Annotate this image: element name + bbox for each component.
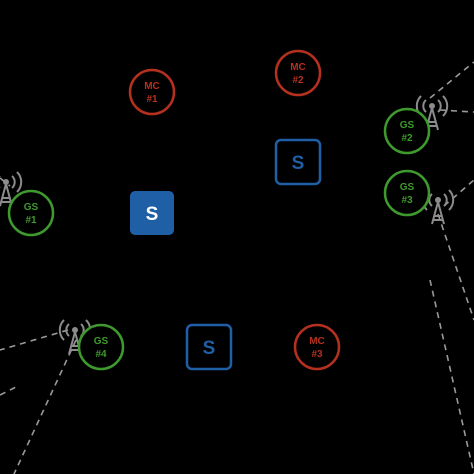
mission-control-node[interactable]: MC #3 — [293, 323, 341, 371]
gs-circle — [383, 169, 431, 217]
mc-label-line2: #1 — [146, 94, 158, 105]
mc-circle — [293, 323, 341, 371]
radio-tower-icon-part — [3, 179, 9, 185]
ground-station-node[interactable]: GS #2 — [383, 107, 431, 155]
link-bottom-left — [0, 385, 19, 396]
radio-tower-icon-part — [68, 331, 82, 355]
mission-control-nodes: MC #1 MC #2 MC #3 — [128, 49, 341, 371]
radio-tower-icon-part — [16, 171, 23, 193]
gs-label-line1: GS — [24, 202, 39, 213]
radio-tower-icon-part — [422, 99, 427, 113]
link-gs3-south — [437, 213, 474, 321]
radio-tower-icon-part — [431, 201, 445, 225]
link-bottom-right — [429, 279, 474, 474]
gs-label-line2: #1 — [25, 215, 37, 226]
satellite-label: S — [203, 338, 216, 359]
mc-label-line1: MC — [290, 62, 306, 73]
mc-label-line1: MC — [309, 336, 325, 347]
mission-control-node[interactable]: MC #2 — [274, 49, 322, 97]
link-top-right — [429, 61, 474, 99]
radio-tower-icon-part — [72, 327, 78, 333]
gs-label-line2: #4 — [95, 349, 107, 360]
radio-tower-icon-part — [435, 197, 441, 203]
satellite-label: S — [292, 153, 305, 174]
satellite-label: S — [146, 204, 159, 225]
ground-station-node[interactable]: GS #4 — [77, 323, 125, 371]
mission-control-node[interactable]: MC #1 — [128, 68, 176, 116]
satellite-box — [130, 191, 174, 235]
radio-tower-icon-part — [0, 183, 13, 207]
satellite-box — [274, 138, 322, 186]
satellite-node[interactable]: S — [185, 323, 233, 371]
communication-links — [0, 61, 474, 474]
gs-label-line1: GS — [400, 120, 415, 131]
mc-label-line1: MC — [144, 81, 160, 92]
satellite-box — [185, 323, 233, 371]
gs-label-line1: GS — [400, 182, 415, 193]
gs-circle — [77, 323, 125, 371]
radio-tower-icon-part — [437, 99, 442, 113]
satellite-nodes: S S S — [130, 138, 322, 371]
gs-label-line1: GS — [94, 336, 109, 347]
link-gs3-east — [443, 179, 474, 207]
radio-tower-icon-part — [442, 95, 449, 117]
gs-circle — [7, 189, 55, 237]
ground-station-node[interactable]: GS #1 — [7, 189, 55, 237]
radio-tower-icon-part — [65, 323, 70, 337]
radio-tower-icon — [415, 95, 449, 131]
radio-tower-icon-part — [429, 103, 435, 109]
satellite-node-filled[interactable]: S — [130, 191, 174, 235]
gs-label-line2: #3 — [401, 195, 413, 206]
radio-tower-icon-part — [443, 193, 448, 207]
gs-circle — [383, 107, 431, 155]
mc-circle — [128, 68, 176, 116]
mc-label-line2: #2 — [292, 75, 304, 86]
link-gs4-southwest — [13, 339, 77, 474]
radio-tower-icon-part — [58, 319, 65, 341]
link-gs4-west — [0, 329, 69, 351]
mc-label-line2: #3 — [311, 349, 323, 360]
mc-circle — [274, 49, 322, 97]
radio-tower-icon-part — [448, 189, 455, 211]
radio-tower-icon-part — [11, 175, 16, 189]
ground-station-node[interactable]: GS #3 — [383, 169, 431, 217]
radio-tower-icon — [0, 171, 23, 207]
satellite-node[interactable]: S — [274, 138, 322, 186]
gs-label-line2: #2 — [401, 133, 413, 144]
radio-tower-icon-part — [428, 193, 433, 207]
link-gs1-west — [0, 177, 11, 187]
radio-tower-icon-part — [425, 107, 439, 131]
ground-station-nodes: GS #1 GS #2 GS #3 GS #4 — [7, 107, 431, 371]
antennas — [0, 95, 455, 355]
